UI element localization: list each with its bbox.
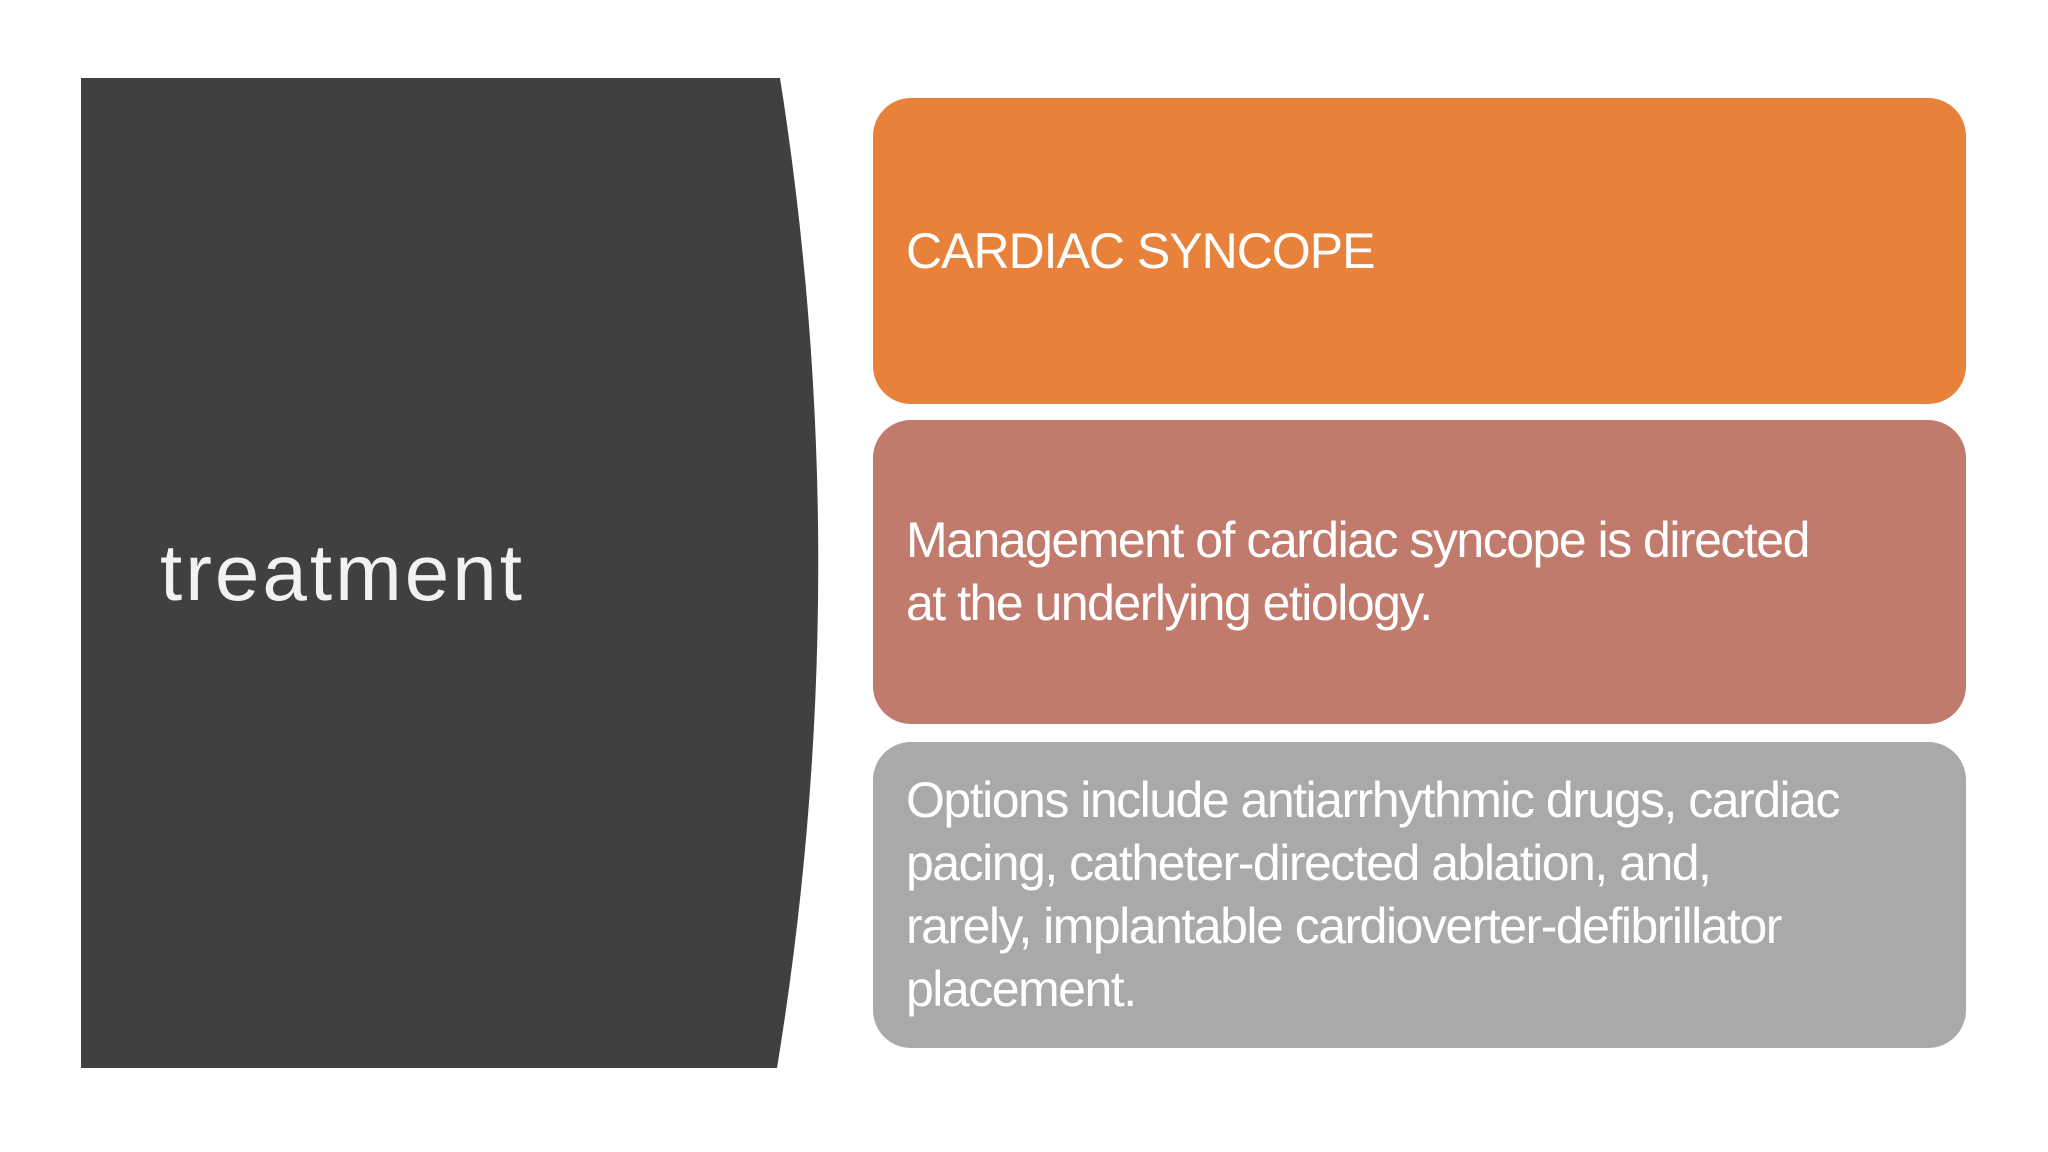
card-text-line: placement. bbox=[906, 961, 1137, 1017]
card-text-line: at the underlying etiology. bbox=[906, 575, 1433, 631]
title-panel-shape bbox=[81, 78, 819, 1068]
card-text-line: rarely, implantable cardioverter-defibri… bbox=[906, 898, 1782, 954]
card-management-note: Management of cardiac syncope is directe… bbox=[873, 420, 1966, 724]
card-cardiac-syncope-header: CARDIAC SYNCOPE bbox=[873, 98, 1966, 404]
card-text-line: pacing, catheter-directed ablation, and, bbox=[906, 835, 1712, 891]
card-options-note: Options include antiarrhythmic drugs, ca… bbox=[873, 742, 1966, 1048]
card-text-line: Management of cardiac syncope is directe… bbox=[906, 512, 1810, 568]
card-text-line: CARDIAC SYNCOPE bbox=[906, 222, 1375, 279]
card-text-line: Options include antiarrhythmic drugs, ca… bbox=[906, 772, 1840, 828]
